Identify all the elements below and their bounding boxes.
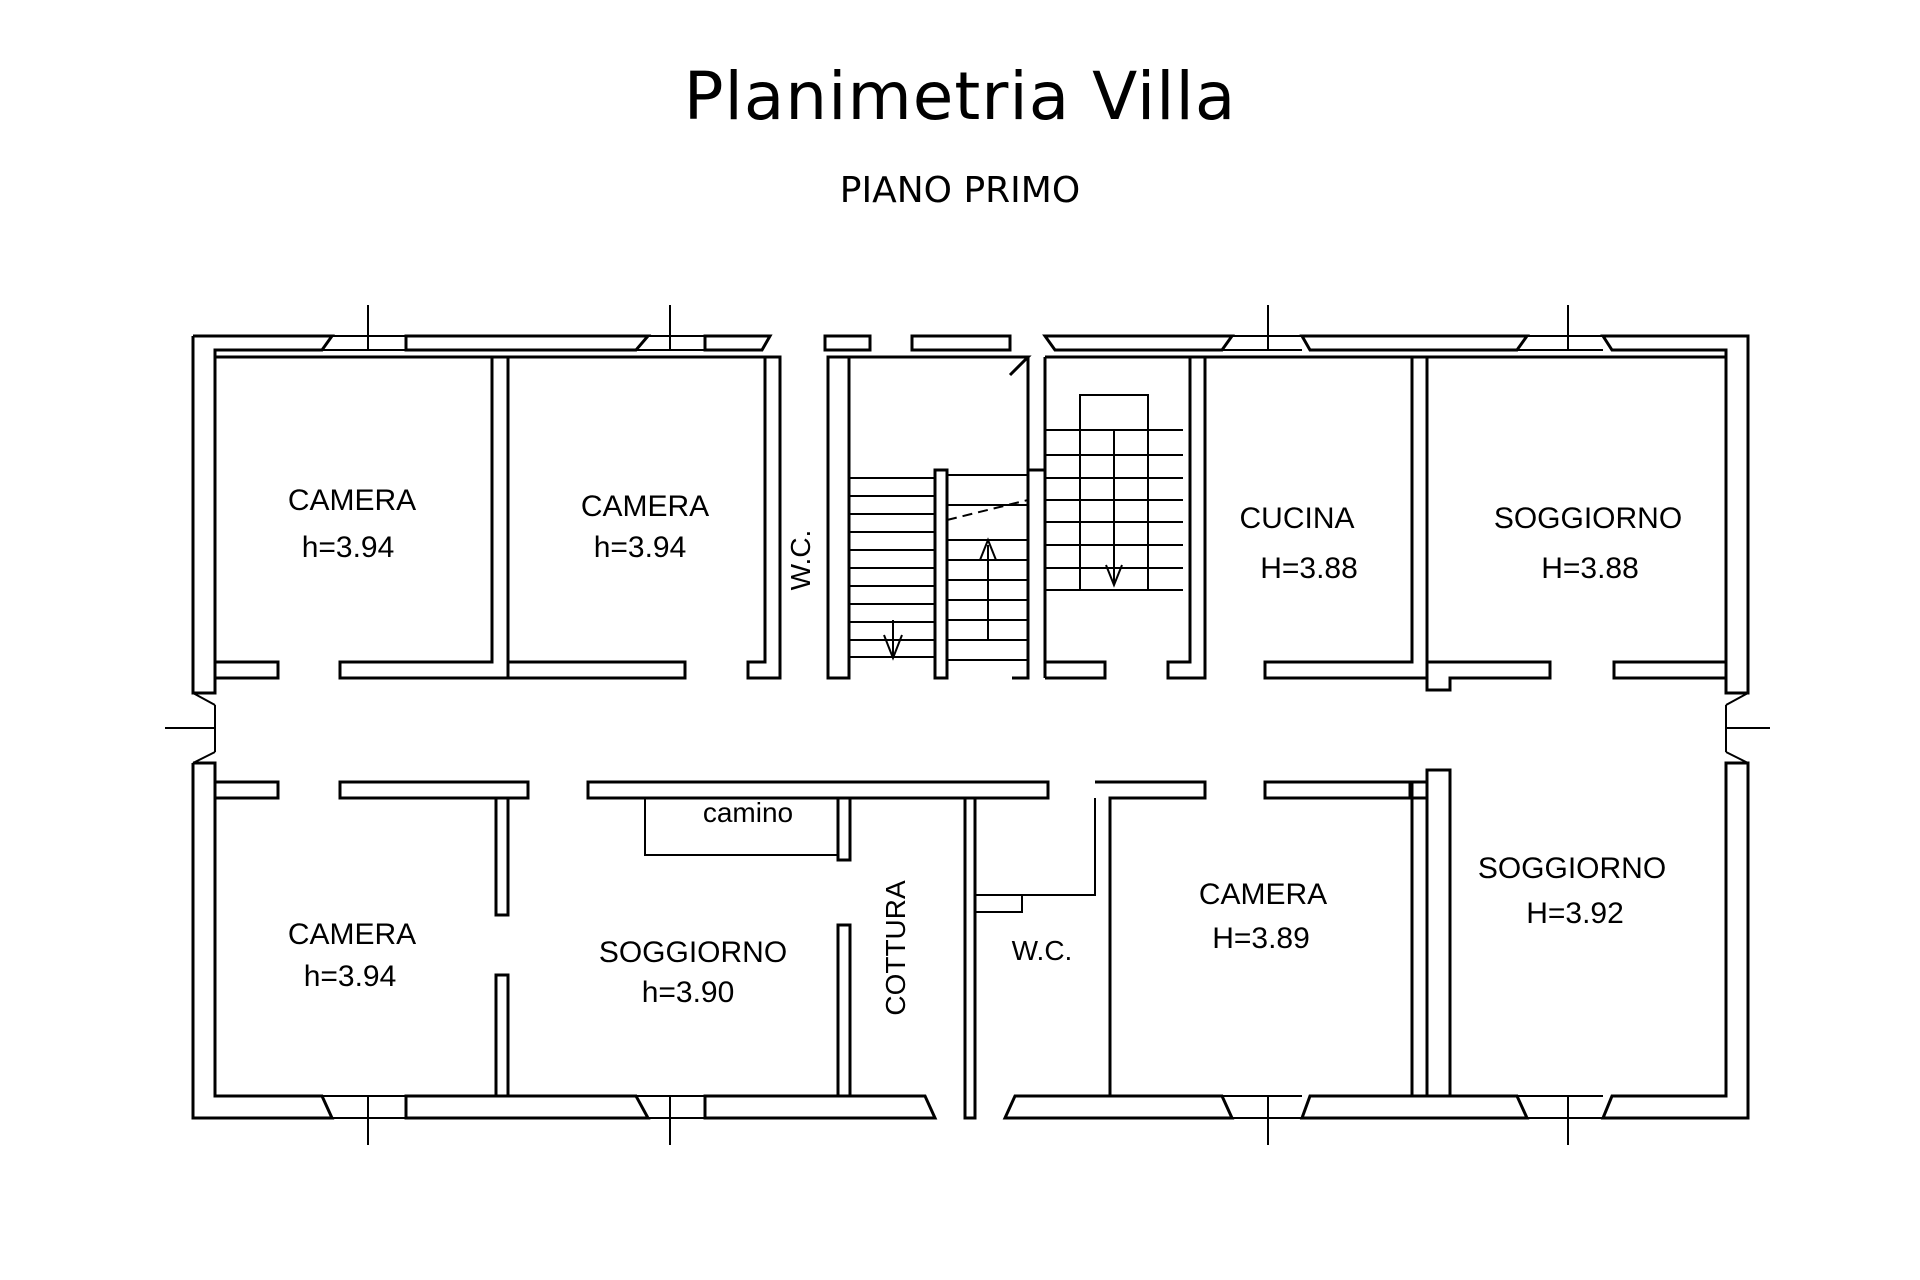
room-soggiorno-se-name: SOGGIORNO [1478,852,1666,885]
room-camera-s-height: H=3.89 [1212,922,1310,955]
room-camera-n2-height: h=3.94 [594,531,687,564]
room-cucina-name: CUCINA [1239,502,1354,535]
room-cucina-height: H=3.88 [1260,552,1358,585]
room-soggiorno-ne-name: SOGGIORNO [1494,502,1682,535]
room-wc-north-name: W.C. [785,530,816,591]
room-camera-sw-name: CAMERA [288,918,416,951]
room-soggiorno-ne-height: H=3.88 [1541,552,1639,585]
room-soggiorno-s-name: SOGGIORNO [599,936,787,969]
room-camera-n2-name: CAMERA [581,490,709,523]
staircase-right [1043,394,1183,678]
plan-subtitle: PIANO PRIMO [839,170,1081,211]
north-interior-walls [215,355,1728,692]
south-windows [322,1095,1603,1145]
room-camera-sw-height: h=3.94 [304,960,397,993]
room-soggiorno-s-height: h=3.90 [642,976,735,1009]
north-windows [322,305,1603,351]
south-interior-walls [215,768,1452,1120]
room-camera-nw-height: h=3.94 [302,531,395,564]
room-camera-nw-name: CAMERA [288,484,416,517]
room-cottura-name: COTTURA [880,880,911,1016]
plan-title: Planimetria Villa [683,58,1237,135]
camino-label: camino [703,797,793,828]
room-wc-south-name: W.C. [1012,935,1073,966]
room-labels: CAMERA h=3.94 CAMERA h=3.94 W.C. CUCINA … [288,484,1682,1016]
south-exterior-wall [191,761,1750,1120]
side-windows [165,692,1770,764]
staircase-left [849,474,1029,661]
room-soggiorno-se-height: H=3.92 [1526,897,1624,930]
room-camera-s-name: CAMERA [1199,878,1327,911]
